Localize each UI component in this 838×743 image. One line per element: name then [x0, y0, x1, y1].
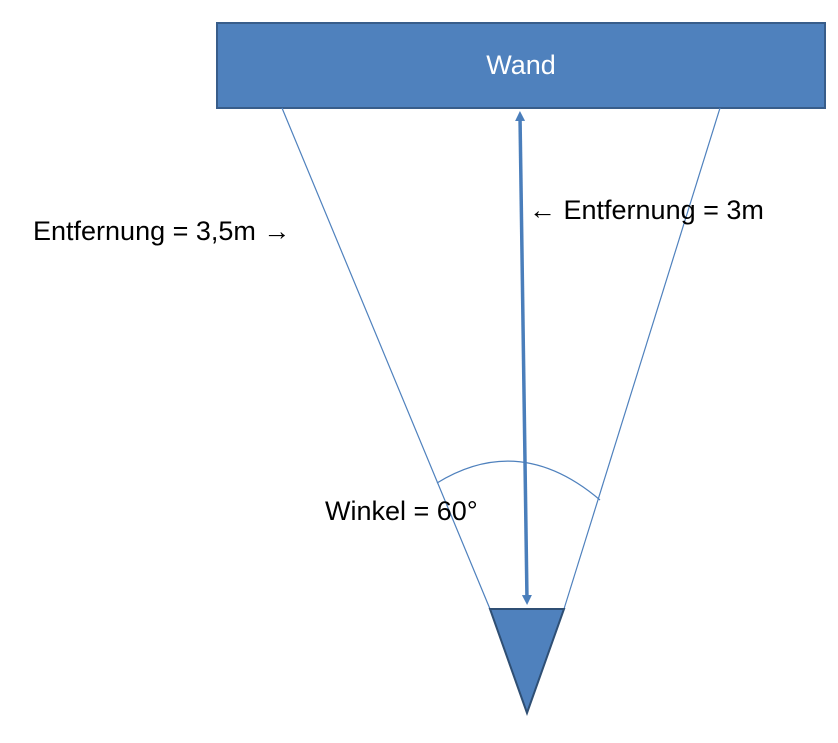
wall-label: Wand — [486, 50, 556, 80]
wall-rect — [216, 22, 826, 109]
view-line-left — [281, 107, 491, 610]
distance-arrow — [515, 111, 532, 605]
distance-center-label: ← Entfernung = 3m — [529, 195, 764, 225]
angle-label: Winkel = 60° — [325, 496, 478, 526]
view-line-right — [563, 107, 721, 610]
angle-arc — [436, 460, 601, 501]
distance-left-label: Entfernung = 3,5m → — [33, 216, 291, 246]
viewer-marker — [488, 608, 566, 716]
